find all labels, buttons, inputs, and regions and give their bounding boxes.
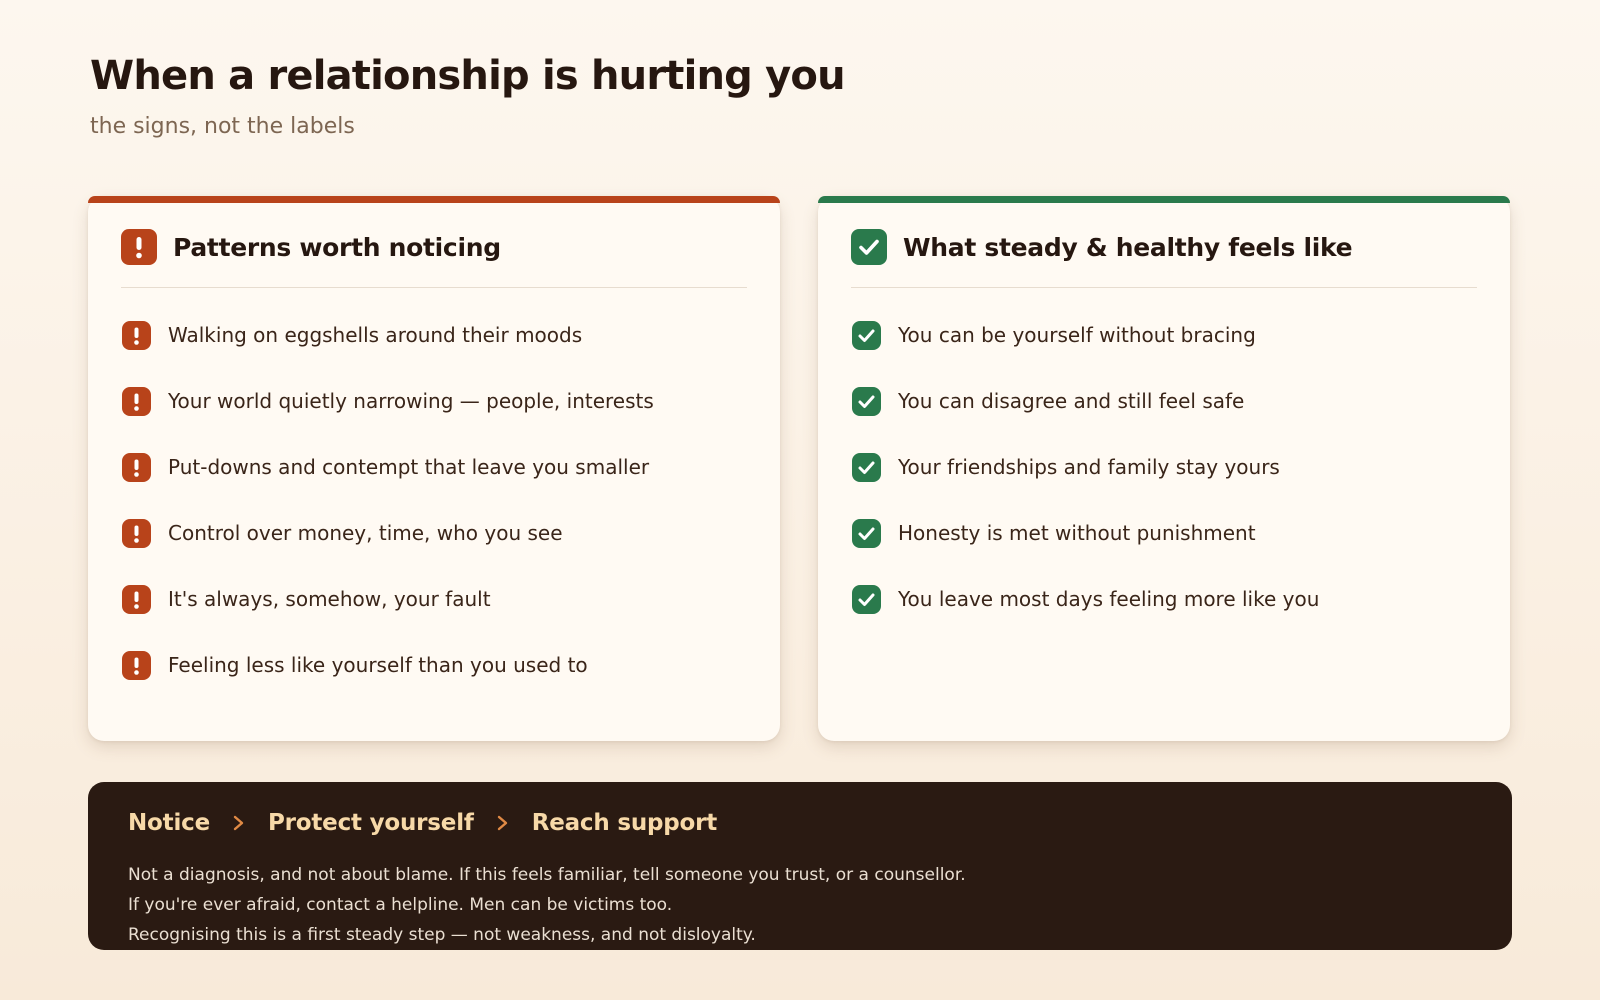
support-footer: Notice Protect yourself Reach support No…: [88, 782, 1512, 950]
step-notice: Notice: [128, 810, 210, 836]
chevron-right-icon: [232, 814, 246, 832]
chevron-right-icon: [496, 814, 510, 832]
list-item-text: You can disagree and still feel safe: [898, 389, 1245, 413]
list-item-text: You leave most days feeling more like yo…: [898, 587, 1320, 611]
healthy-card-title: What steady & healthy feels like: [903, 232, 1353, 262]
list-item: Your world quietly narrowing — people, i…: [121, 368, 747, 434]
check-icon: [852, 452, 881, 482]
healthy-card: What steady & healthy feels like You can…: [818, 196, 1510, 741]
list-item-text: Put-downs and contempt that leave you sm…: [168, 455, 650, 479]
page-header: When a relationship is hurting you the s…: [90, 52, 846, 139]
list-item-text: Walking on eggshells around their moods: [168, 323, 583, 347]
list-item: You leave most days feeling more like yo…: [851, 566, 1477, 632]
list-item: Walking on eggshells around their moods: [121, 302, 747, 368]
list-item: Put-downs and contempt that leave you sm…: [121, 434, 747, 500]
list-item-text: Honesty is met without punishment: [898, 521, 1256, 545]
check-icon: [852, 584, 881, 614]
footer-note: Not a diagnosis, and not about blame. If…: [128, 865, 966, 885]
list-item-text: It's always, somehow, your fault: [168, 587, 491, 611]
healthy-card-header: What steady & healthy feels like: [851, 229, 1477, 288]
footer-note: If you're ever afraid, contact a helplin…: [128, 895, 673, 915]
footer-note: Recognising this is a first steady step …: [128, 925, 756, 945]
check-icon: [852, 518, 881, 548]
page-subtitle: the signs, not the labels: [90, 114, 355, 139]
exclamation-icon: [122, 518, 151, 548]
list-item-text: Your friendships and family stay yours: [898, 455, 1280, 479]
footer-notes: Not a diagnosis, and not about blame. If…: [128, 860, 1472, 950]
list-item: Control over money, time, who you see: [121, 500, 747, 566]
page-title: When a relationship is hurting you: [90, 53, 846, 99]
patterns-card-header: Patterns worth noticing: [121, 229, 747, 288]
steps-row: Notice Protect yourself Reach support: [128, 804, 1472, 842]
exclamation-icon: [122, 584, 151, 614]
exclamation-icon: [122, 386, 151, 416]
check-icon: [852, 386, 881, 416]
patterns-card: Patterns worth noticing Walking on eggsh…: [88, 196, 780, 741]
check-icon: [852, 320, 881, 350]
list-item-text: You can be yourself without bracing: [898, 323, 1256, 347]
exclamation-icon: [121, 229, 157, 265]
exclamation-icon: [122, 650, 151, 680]
list-item-text: Control over money, time, who you see: [168, 521, 563, 545]
exclamation-icon: [122, 452, 151, 482]
list-item: You can disagree and still feel safe: [851, 368, 1477, 434]
list-item: You can be yourself without bracing: [851, 302, 1477, 368]
list-item: Your friendships and family stay yours: [851, 434, 1477, 500]
exclamation-icon: [122, 320, 151, 350]
list-item: Honesty is met without punishment: [851, 500, 1477, 566]
list-item-text: Feeling less like yourself than you used…: [168, 653, 588, 677]
list-item: It's always, somehow, your fault: [121, 566, 747, 632]
step-reach-support: Reach support: [531, 810, 718, 836]
patterns-card-title: Patterns worth noticing: [173, 232, 501, 262]
list-item: Feeling less like yourself than you used…: [121, 632, 747, 698]
check-icon: [851, 229, 887, 265]
step-protect-yourself: Protect yourself: [267, 810, 474, 836]
list-item-text: Your world quietly narrowing — people, i…: [168, 389, 654, 413]
